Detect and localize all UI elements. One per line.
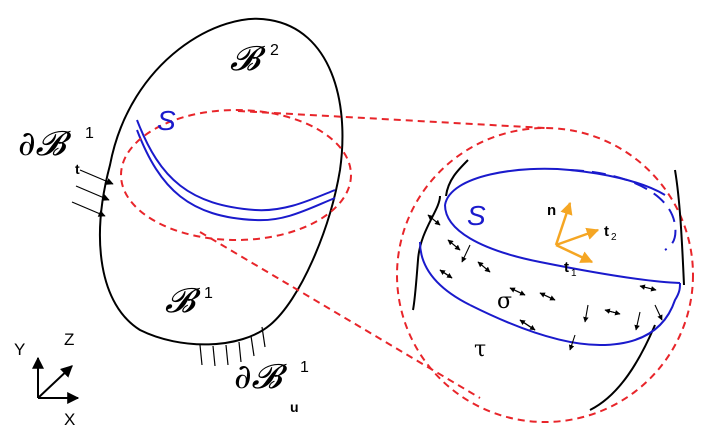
label-displacement-boundary: ∂𝓑 — [234, 357, 288, 397]
label-normal-n: n — [547, 202, 556, 219]
traction-arrow-1 — [79, 169, 114, 185]
label-traction-boundary: ∂𝓑 — [18, 124, 72, 164]
label-sigma: σ — [497, 289, 512, 314]
stress-arrows — [427, 214, 663, 351]
label-b2: 𝓑 — [230, 39, 266, 79]
label-t2: t — [604, 223, 609, 240]
axis-label-y: Y — [14, 340, 25, 359]
tangent-t2-vector — [555, 227, 600, 247]
interface-line-outer — [136, 119, 336, 212]
tangent-t1-vector — [555, 243, 594, 264]
label-t2-subscript: 2 — [611, 232, 617, 243]
zoom-connector-top — [237, 110, 546, 129]
zoom-source-ellipse — [120, 109, 352, 241]
interface-band-bottom — [469, 282, 681, 347]
label-b1: 𝓑 — [165, 281, 201, 321]
interface-band-left — [419, 241, 471, 306]
label-traction-t: t — [75, 161, 80, 177]
cut-edge-left-top — [445, 159, 469, 197]
z-axis — [37, 365, 73, 399]
label-traction-boundary-superscript: 1 — [85, 125, 94, 142]
cut-edge-right — [674, 169, 685, 286]
label-interface-left: S — [157, 105, 176, 136]
label-b1-superscript: 1 — [204, 285, 213, 302]
label-displacement-boundary-superscript: 1 — [300, 359, 309, 376]
interface-line-inner — [136, 129, 336, 222]
label-tau: τ — [474, 337, 486, 362]
axis-label-x: X — [64, 410, 75, 429]
label-displacement-boundary-subscript: u — [290, 399, 299, 415]
label-t1-subscript: 1 — [571, 268, 577, 279]
cut-edge-left — [412, 195, 441, 311]
traction-arrow-2 — [75, 185, 110, 201]
support-hatch — [199, 326, 266, 367]
traction-arrow-3 — [71, 201, 106, 217]
interface-top-lower — [444, 204, 681, 284]
cut-edge-bottom — [589, 324, 656, 411]
axis-label-z: Z — [64, 330, 74, 349]
interface-top-front — [444, 167, 666, 206]
zoom-target-ellipse — [396, 127, 694, 423]
label-interface-right: S — [467, 200, 486, 231]
coordinate-axes — [32, 356, 80, 404]
normal-vector — [554, 201, 573, 246]
basis-vectors — [554, 201, 600, 264]
label-b2-superscript: 2 — [270, 42, 279, 59]
label-t1: t — [564, 259, 569, 276]
body-outline — [99, 17, 344, 346]
zoom-connector-bottom — [199, 231, 481, 399]
interface-top-back-dashed — [569, 169, 677, 251]
